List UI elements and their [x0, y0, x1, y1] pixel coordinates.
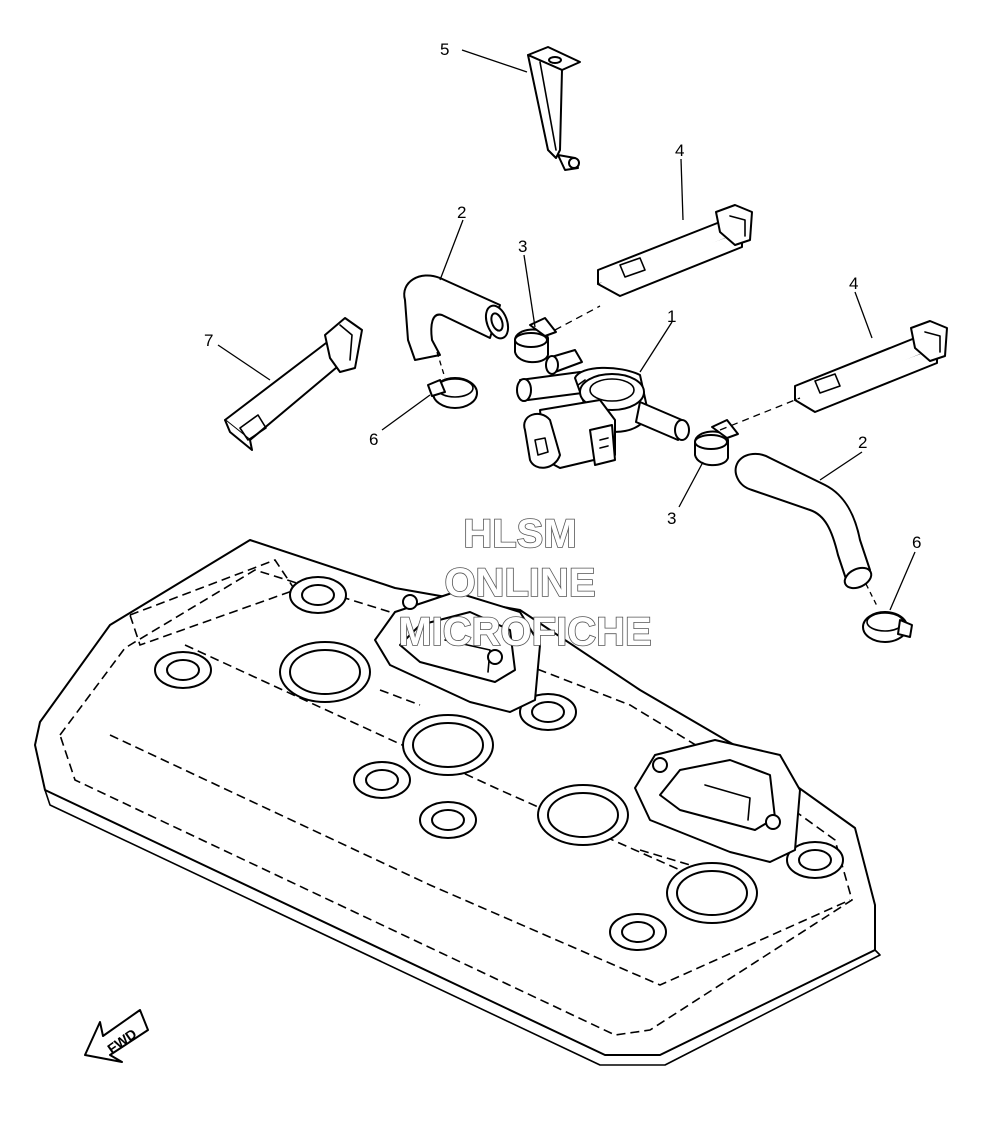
spark-plug-hole	[666, 862, 758, 924]
watermark-line-1: HLSM	[463, 512, 576, 556]
callout-5: 5	[440, 40, 449, 59]
reed-valve-seat	[374, 591, 541, 713]
callout-7: 7	[204, 331, 213, 350]
callout-3-lower: 3	[667, 509, 676, 528]
callout-6-left: 6	[369, 430, 378, 449]
spring-clamp-left	[427, 377, 478, 409]
reed-valve-seat	[634, 739, 801, 863]
callout-4-upper: 4	[675, 141, 684, 160]
hose-clamp-upper	[514, 317, 557, 364]
hose-upper	[403, 274, 510, 361]
spark-plug-hole	[537, 784, 629, 846]
leader-lines	[217, 49, 916, 611]
watermark-line-2: ONLINE	[444, 561, 595, 605]
callout-labels: 1 2 2 3 3 4 4 5 6 6 7	[204, 40, 921, 552]
hose-holder-upper	[597, 204, 753, 297]
bolt-boss	[519, 693, 577, 731]
callout-2-upper: 2	[457, 203, 466, 222]
spring-clamp-right	[862, 611, 913, 643]
hose-holder-lower	[794, 320, 948, 413]
callout-6-right: 6	[912, 533, 921, 552]
spark-plug-hole	[402, 714, 494, 776]
callout-1: 1	[667, 307, 676, 326]
spark-plug-hole	[279, 641, 371, 703]
callout-2-lower: 2	[858, 433, 867, 452]
bolt-boss	[786, 841, 844, 879]
watermark: HLSM ONLINE MICROFICHE	[398, 511, 653, 655]
hose-clamp-lower	[694, 419, 739, 467]
callout-3-upper: 3	[518, 237, 527, 256]
bolt-boss	[353, 761, 411, 799]
cylinder-head-cover	[34, 539, 881, 1066]
forward-direction-arrow: FWD	[84, 1009, 149, 1063]
hose-lower	[734, 452, 873, 590]
bolt-boss	[289, 576, 347, 614]
bracket	[527, 46, 581, 171]
bolt-boss	[419, 801, 477, 839]
bolt-boss	[609, 913, 667, 951]
watermark-line-3: MICROFICHE	[398, 610, 651, 654]
callout-4-lower: 4	[849, 274, 858, 293]
air-induction-solenoid	[516, 349, 690, 469]
hose-holder-left	[224, 317, 363, 451]
bolt-boss	[154, 651, 212, 689]
